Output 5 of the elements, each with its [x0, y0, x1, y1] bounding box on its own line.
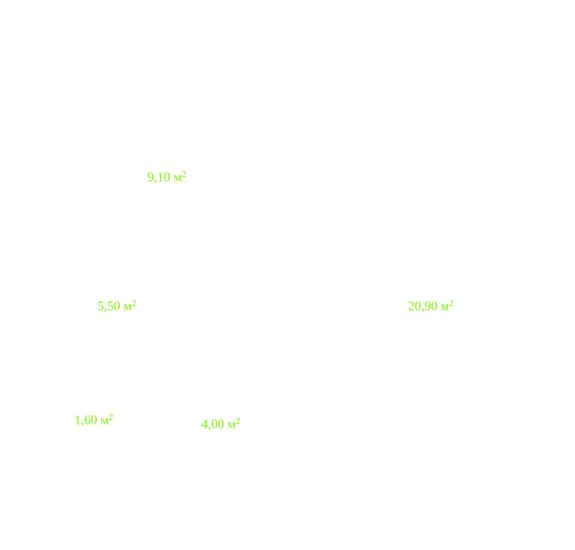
- area-label: 9,10 м$^{2}$: [148, 170, 186, 184]
- area-label: 5,50 м$^{2}$: [98, 300, 136, 312]
- area-label: 1,60 м$^{2}$: [76, 414, 113, 426]
- area-label: 20,90 м$^{2}$: [408, 300, 453, 312]
- area-label: 4,00 м$^{2}$: [202, 418, 240, 430]
